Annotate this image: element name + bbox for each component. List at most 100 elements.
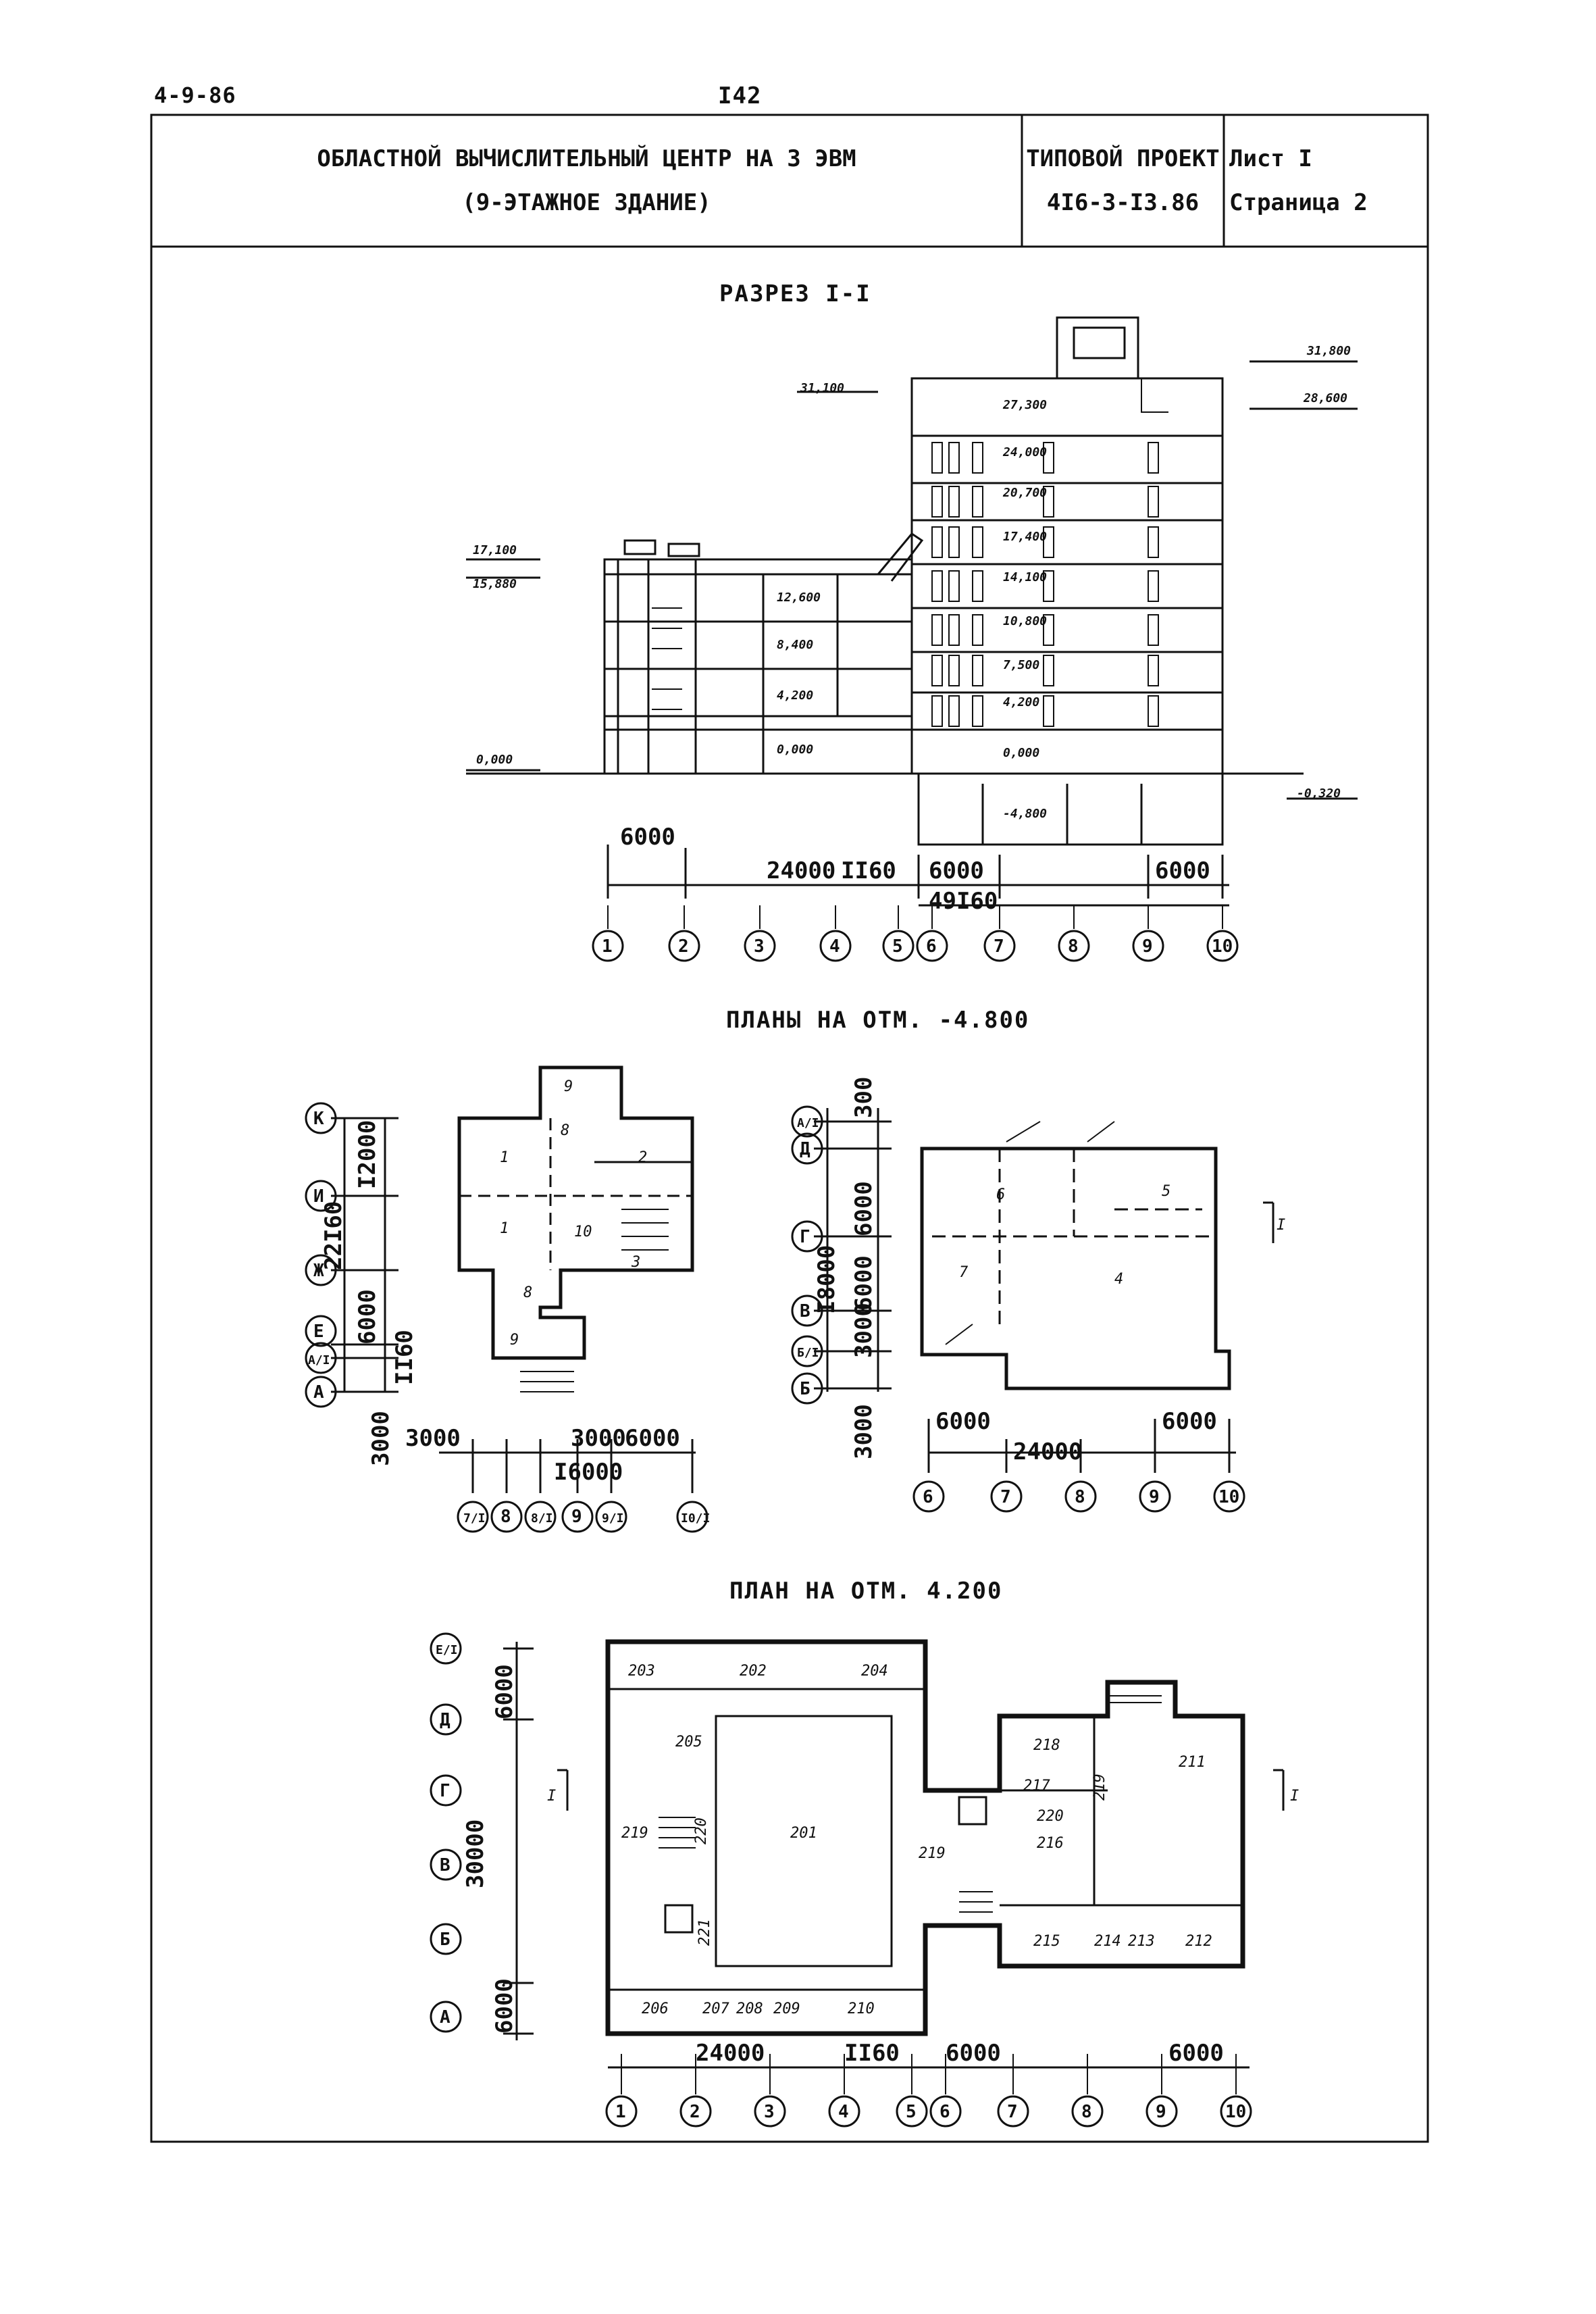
bl-room-5: 1 bbox=[500, 1220, 509, 1237]
p-room-219c: 219 bbox=[919, 1845, 946, 1862]
section-axis-2: 2 bbox=[678, 936, 689, 957]
bl-room-1: 9 bbox=[564, 1078, 573, 1095]
br-dim-v-1: 300 bbox=[850, 1077, 877, 1118]
bl-row-2: И bbox=[313, 1186, 324, 1207]
elev-inner-2: 8,400 bbox=[777, 638, 813, 652]
elev-left-1: 17,100 bbox=[473, 543, 517, 557]
p-dim-h-4: 6000 bbox=[1168, 2040, 1224, 2067]
elev-right-1: 31,800 bbox=[1306, 344, 1351, 358]
p-col-1: 1 bbox=[615, 2102, 626, 2122]
br-dim-v-6: 3000 bbox=[850, 1404, 877, 1459]
section-axis-3: 3 bbox=[754, 936, 765, 957]
p-room-217: 217 bbox=[1023, 1778, 1050, 1794]
elev-tower-4: 20,700 bbox=[1002, 486, 1047, 500]
br-room-2: 5 bbox=[1162, 1183, 1170, 1200]
p-dim-v-1: 6000 bbox=[491, 1664, 518, 1719]
elev-tower-7: 10,800 bbox=[1003, 614, 1047, 628]
p-room-215: 215 bbox=[1033, 1933, 1060, 1950]
bl-room-3: 1 bbox=[500, 1149, 509, 1166]
p-dim-h-1: 24000 bbox=[696, 2040, 765, 2067]
elev-right-3: -0,320 bbox=[1297, 786, 1341, 801]
p-dim-h-2: II60 bbox=[844, 2040, 900, 2067]
p-room-214: 214 bbox=[1094, 1933, 1121, 1950]
section-dim-6: 6000 bbox=[1155, 857, 1210, 884]
project-label: ТИПОВОЙ ПРОЕКТ bbox=[1026, 145, 1220, 172]
section-dim-1: 6000 bbox=[620, 824, 675, 851]
bl-dim-h-3: 6000 bbox=[625, 1425, 680, 1452]
p-col-2: 2 bbox=[690, 2102, 700, 2122]
bl-dim-v-4: II60 bbox=[391, 1330, 418, 1385]
p-room-213: 213 bbox=[1128, 1933, 1155, 1950]
br-room-4: 4 bbox=[1114, 1271, 1123, 1288]
br-room-1: 6 bbox=[996, 1186, 1005, 1203]
elev-tower-5: 17,400 bbox=[1003, 530, 1047, 544]
br-row-5: Б/I bbox=[797, 1346, 819, 1360]
page-number: I42 bbox=[718, 82, 762, 109]
elev-tower-6: 14,100 bbox=[1003, 570, 1047, 584]
elev-tower-8: 7,500 bbox=[1003, 658, 1039, 672]
page-label: Страница 2 bbox=[1229, 189, 1368, 216]
p-room-216: 216 bbox=[1037, 1835, 1064, 1852]
bl-dim-v-5: 3000 bbox=[367, 1411, 394, 1466]
br-row-6: Б bbox=[800, 1379, 810, 1399]
bl-row-5: А/I bbox=[308, 1353, 330, 1367]
bl-col-6: I0/I bbox=[681, 1511, 710, 1526]
p-room-208: 208 bbox=[736, 2001, 763, 2017]
bl-room-7: 3 bbox=[631, 1254, 640, 1271]
p-col-3: 3 bbox=[764, 2102, 775, 2122]
section-axis-6: 6 bbox=[926, 936, 937, 957]
bl-dim-v-1: I2000 bbox=[354, 1120, 381, 1189]
bl-room-8: 8 bbox=[523, 1284, 532, 1301]
br-dim-h-1: 6000 bbox=[935, 1408, 991, 1435]
p-col-8: 8 bbox=[1081, 2102, 1092, 2122]
project-number: 4I6-3-I3.86 bbox=[1046, 189, 1200, 216]
br-cut-mark: I bbox=[1277, 1217, 1285, 1234]
plan-4200-title: ПЛАН НА ОТМ. 4.200 bbox=[729, 1578, 1003, 1605]
p-room-205: 205 bbox=[675, 1734, 702, 1751]
p-row-5: Б bbox=[440, 1930, 451, 1950]
bl-room-6: 10 bbox=[574, 1224, 592, 1240]
elev-tower-10: 0,000 bbox=[1003, 746, 1039, 760]
bl-row-1: К bbox=[313, 1109, 324, 1129]
p-row-1: Е/I bbox=[436, 1643, 458, 1657]
p-room-210: 210 bbox=[848, 2001, 875, 2017]
br-col-2: 7 bbox=[1000, 1487, 1011, 1507]
br-row-2: Д bbox=[800, 1139, 810, 1159]
br-dim-v-3: 6000 bbox=[850, 1255, 877, 1311]
elev-tower-2: 27,300 bbox=[1002, 398, 1047, 412]
section-axis-7: 7 bbox=[994, 936, 1004, 957]
elev-left-3: 0,000 bbox=[476, 753, 513, 767]
bl-row-3: Ж bbox=[313, 1261, 324, 1281]
br-row-3: Г bbox=[800, 1227, 810, 1247]
p-room-212: 212 bbox=[1185, 1933, 1212, 1950]
p-room-207: 207 bbox=[702, 2001, 729, 2017]
p-room-220a: 220 bbox=[693, 1817, 710, 1844]
p-col-5: 5 bbox=[906, 2102, 917, 2122]
p-room-220b: 220 bbox=[1037, 1808, 1064, 1825]
br-dim-h-3: 6000 bbox=[1162, 1408, 1217, 1435]
elev-inner-3: 4,200 bbox=[777, 688, 813, 703]
br-room-3: 7 bbox=[959, 1264, 969, 1281]
bl-dim-v-2: 22I60 bbox=[320, 1201, 347, 1270]
elev-right-2: 28,600 bbox=[1303, 391, 1347, 405]
br-col-5: 10 bbox=[1218, 1487, 1239, 1507]
p-cut-left: I bbox=[547, 1788, 556, 1805]
bl-col-4: 9 bbox=[571, 1507, 582, 1527]
p-dim-v-3: 6000 bbox=[491, 1978, 518, 2034]
p-col-7: 7 bbox=[1007, 2102, 1018, 2122]
section-dim-5: 49I60 bbox=[929, 888, 998, 915]
p-col-6: 6 bbox=[939, 2102, 950, 2122]
elev-inner-4: 0,000 bbox=[777, 743, 813, 757]
p-room-202: 202 bbox=[740, 1663, 767, 1680]
p-room-211: 211 bbox=[1179, 1754, 1206, 1771]
br-col-1: 6 bbox=[923, 1487, 933, 1507]
bl-room-2: 8 bbox=[561, 1122, 569, 1139]
p-row-4: В bbox=[440, 1855, 451, 1876]
elev-tower-1: 31,100 bbox=[800, 381, 844, 395]
p-col-9: 9 bbox=[1156, 2102, 1166, 2122]
elev-left-2: 15,880 bbox=[473, 577, 517, 591]
section-title: РАЗРЕЗ I-I bbox=[719, 280, 871, 307]
br-dim-v-4: I8000 bbox=[813, 1245, 840, 1314]
bl-dim-h-2: 3000 bbox=[571, 1425, 626, 1452]
